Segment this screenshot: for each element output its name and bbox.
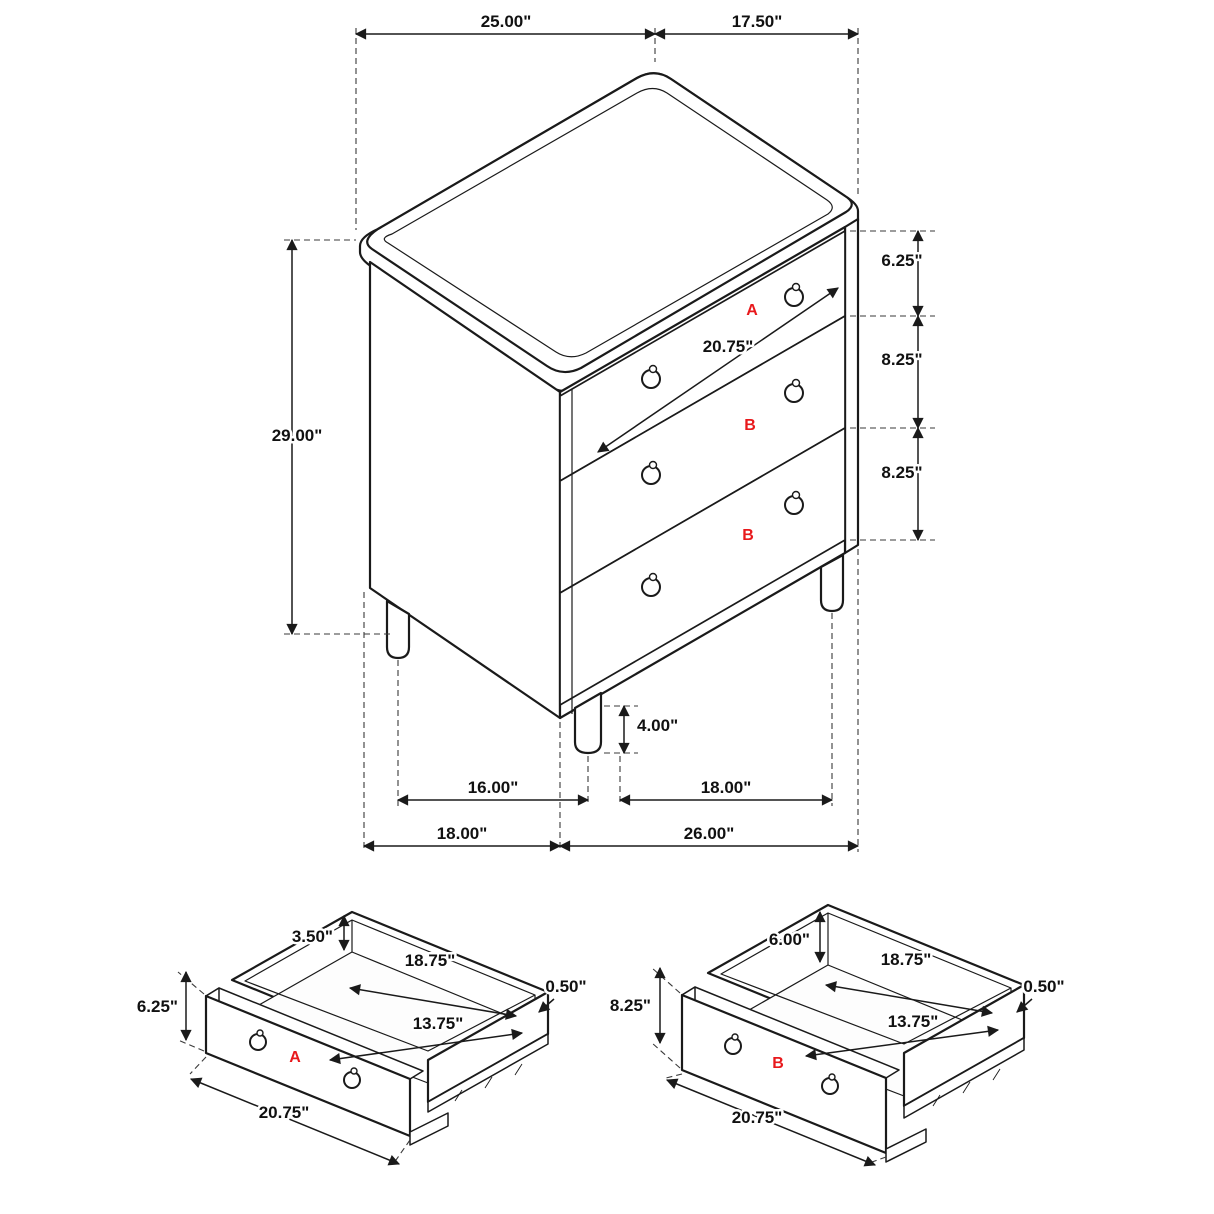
chest-legs	[385, 553, 845, 755]
extension-line	[189, 1056, 207, 1075]
dim-label-drawer-front-width: 20.75"	[703, 337, 754, 356]
dim-label-inner-height: 3.50"	[292, 927, 333, 946]
drawer-a-detail-view: A 3.50" 18.75" 0.50" 13.75" 6.25" 20.75"	[134, 910, 589, 1166]
dim-label-inner-height: 6.00"	[769, 930, 810, 949]
extension-line	[871, 1156, 887, 1163]
dim-label-side-thickness: 0.50"	[1023, 977, 1064, 996]
drawer-a-letter: A	[746, 302, 758, 319]
dim-label-inner-width: 18.75"	[881, 950, 932, 969]
top-slab-inner-contour	[383, 87, 833, 358]
dim-label-drawer-b-lower-height: 8.25"	[881, 463, 922, 482]
chest-top-slab	[358, 72, 860, 393]
dim-leg-spacing: 16.00" 18.00"	[396, 613, 834, 806]
knob-nub	[648, 572, 658, 582]
dimension-line	[189, 1077, 401, 1166]
dim-label-top-depth: 17.50"	[732, 12, 783, 31]
dim-label-leg-height: 4.00"	[637, 716, 678, 735]
dim-label-front-width: 20.75"	[259, 1103, 310, 1122]
drawer-b-lower-front	[559, 427, 846, 706]
knob	[249, 1033, 267, 1051]
knob	[784, 287, 804, 307]
knob	[641, 577, 661, 597]
dimension-line	[824, 981, 994, 1017]
dim-overall-height: 29.00"	[269, 238, 392, 636]
dimension-line	[665, 1078, 877, 1167]
knob-nub	[791, 490, 801, 500]
drawer-b-upper-letter: B	[744, 417, 756, 434]
dim-label-overall-height: 29.00"	[272, 426, 323, 445]
dim-drawer-front-width: A 20.75" B B	[597, 287, 839, 546]
dim-label-side-thickness: 0.50"	[545, 977, 586, 996]
drawer-a-detail-letter: A	[289, 1049, 301, 1066]
dim-label-drawer-b-upper-height: 8.25"	[881, 350, 922, 369]
knob	[784, 383, 804, 403]
knob	[641, 465, 661, 485]
leg-right	[819, 553, 845, 613]
dim-label-top-width: 25.00"	[481, 12, 532, 31]
drawer-b-lower-letter: B	[742, 527, 754, 544]
rail-ticks	[932, 1068, 1001, 1107]
dim-label-front-height: 8.25"	[610, 996, 651, 1015]
dim-label-leg-spacing-front: 18.00"	[701, 778, 752, 797]
knob	[641, 369, 661, 389]
dimension-line	[597, 287, 839, 453]
knob	[343, 1071, 361, 1089]
top-slab-face	[366, 72, 853, 374]
dim-label-leg-spacing-side: 16.00"	[468, 778, 519, 797]
drawer-b-under-rail	[885, 1128, 927, 1163]
rail-ticks	[454, 1063, 523, 1102]
drawer-b-detail-view: B 6.00" 18.75" 0.50" 13.75" 8.25" 20.75"	[607, 903, 1067, 1167]
dim-label-front-width: 20.75"	[732, 1108, 783, 1127]
knob-nub	[648, 460, 658, 470]
dim-label-drawer-a-height: 6.25"	[881, 251, 922, 270]
leader-line	[1016, 998, 1033, 1013]
leg-left	[385, 599, 411, 660]
body-right-corner-post	[843, 217, 860, 555]
drawer-a-dimensions: 3.50" 18.75" 0.50" 13.75" 6.25" 20.75"	[134, 914, 589, 1166]
dim-label-front-height: 6.25"	[137, 997, 178, 1016]
knob-nub	[256, 1029, 264, 1037]
drawer-b-dimensions: 6.00" 18.75" 0.50" 13.75" 8.25" 20.75"	[607, 910, 1067, 1167]
dim-top-width: 25.00" 17.50"	[354, 10, 860, 230]
knob-nub	[791, 378, 801, 388]
dim-drawer-heights: 6.25" 8.25" 8.25"	[850, 229, 935, 542]
dim-label-inner-depth: 13.75"	[888, 1012, 939, 1031]
extension-line	[177, 971, 205, 995]
drawer-b-detail-letter: B	[772, 1055, 784, 1072]
knob-nub	[350, 1067, 358, 1075]
main-chest-view: 25.00" 17.50" 6.25" 8.25" 8.25" 29.00"	[269, 10, 935, 852]
dim-label-base-width: 26.00"	[684, 824, 735, 843]
dimension-line	[348, 984, 518, 1020]
dim-label-base-depth: 18.00"	[437, 824, 488, 843]
knob-nub	[731, 1033, 739, 1041]
dimension-line	[328, 1028, 524, 1065]
knob	[821, 1077, 839, 1095]
extension-line	[665, 1073, 683, 1079]
dim-leg-height: 4.00"	[604, 704, 681, 755]
knob-nub	[828, 1073, 836, 1081]
dim-base-footprint: 18.00" 26.00"	[362, 549, 860, 852]
knob-nub	[791, 282, 801, 292]
knob	[724, 1037, 742, 1055]
drawer-a-under-rail	[409, 1112, 449, 1146]
leg-front	[573, 691, 603, 755]
extension-line	[651, 1042, 681, 1069]
dim-label-inner-depth: 13.75"	[413, 1014, 464, 1033]
extension-line	[395, 1139, 411, 1161]
dimension-line	[804, 1025, 1000, 1061]
leader-line	[538, 998, 555, 1013]
extension-line	[177, 1039, 205, 1052]
extension-line	[651, 967, 681, 994]
dim-label-inner-width: 18.75"	[405, 951, 456, 970]
knob-nub	[648, 364, 658, 374]
knob	[784, 495, 804, 515]
